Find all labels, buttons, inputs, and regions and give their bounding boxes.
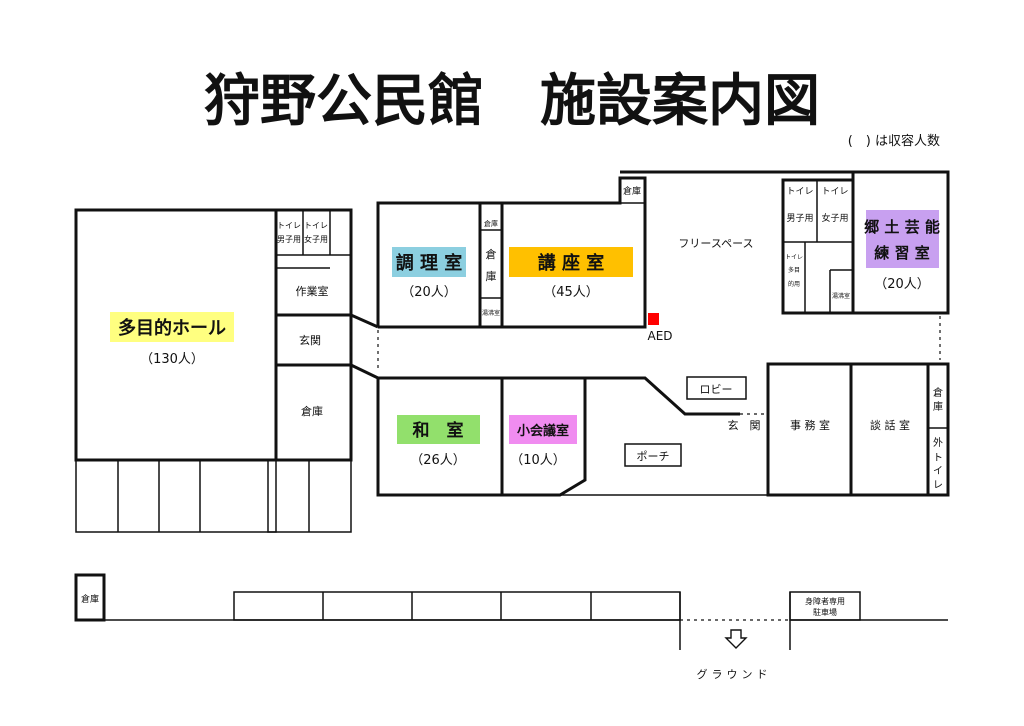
storage-top-label: 倉庫 [623, 185, 641, 197]
toilet-label-2: トイレ [304, 221, 328, 230]
hall-capacity: （130人） [140, 352, 204, 367]
storage-vertical-2b: 庫 [933, 400, 943, 413]
entrance-left-label: 玄関 [299, 333, 321, 347]
meeting-label-box [509, 415, 577, 444]
practice-label-box [866, 210, 939, 268]
practice-name-line2: 練 習 室 [874, 244, 929, 262]
page-title: 狩野公民館 施設案内図 [204, 69, 820, 134]
toilet-female-label-1: 女子用 [304, 234, 328, 244]
lounge-label: 談 話 室 [870, 418, 910, 432]
work-room-label: 作業室 [296, 284, 329, 298]
lobby-box [686, 376, 747, 400]
capacity-note: ( ) は収容人数 [848, 133, 940, 149]
japanese-name: 和 室 [413, 420, 464, 441]
bottom-strip: 倉庫 身障者専用 駐車場 グラウンド [74, 573, 948, 681]
outside-toilet-b: ト [933, 453, 943, 464]
toilet-multi-label-a: トイレ [785, 254, 803, 261]
toilet-multi-label-b: 多目 [788, 266, 800, 274]
meeting-name: 小会議室 [517, 423, 569, 439]
main-entrance-label: 玄 関 [728, 418, 761, 432]
middle-bottom-block: 和 室 （26人） 小会議室 （10人） ロビー 玄 関 ポーチ [376, 376, 768, 497]
middle-top-block: 調 理 室 （20人） 倉庫 倉 庫 湯沸室 講 座 室 （45人） 倉庫 AE… [376, 176, 673, 372]
lecture-name: 講 座 室 [538, 252, 605, 274]
storage-bottom-label: 倉庫 [81, 593, 99, 605]
japanese-capacity: （26人） [410, 453, 466, 468]
outside-toilet-a: 外 [933, 437, 943, 449]
office-label: 事 務 室 [790, 418, 830, 432]
right-bottom-block: 事 務 室 談 話 室 倉 庫 外 ト イ レ [766, 362, 950, 497]
japanese-label-box [397, 415, 480, 444]
toilet-female-label-2: 女子用 [821, 212, 848, 224]
aed-label: AED [647, 329, 672, 343]
cooking-label-box [392, 247, 466, 277]
toilet-multi-label-c: 的用 [788, 280, 800, 288]
free-space-label: フリースペース [678, 237, 753, 250]
cleaning-label-1: 湯沸室 [482, 309, 500, 317]
ground-label: グラウンド [697, 667, 772, 681]
hall-label-box [110, 312, 234, 342]
practice-capacity: （20人） [874, 277, 930, 292]
toilet-label-3: トイレ [786, 187, 813, 197]
lecture-capacity: （45人） [543, 285, 599, 300]
toilet-label-1: トイレ [277, 221, 301, 230]
arrow-down-icon [724, 629, 748, 649]
toilet-male-label-2: 男子用 [786, 213, 813, 224]
storage-small-label-1: 倉庫 [484, 219, 498, 228]
storage-vertical-1a: 倉 [486, 247, 497, 261]
hall-name: 多目的ホール [118, 317, 226, 339]
lobby-label: ロビー [700, 383, 733, 396]
toilet-male-label-1: 男子用 [277, 235, 301, 244]
toilet-label-4: トイレ [821, 187, 848, 197]
practice-name-line1: 郷 土 芸 能 [864, 218, 940, 236]
disabled-parking-label-2: 駐車場 [813, 607, 837, 617]
outside-toilet-c: イ [933, 466, 943, 477]
storage-vertical-2a: 倉 [933, 386, 943, 399]
cleaning-label-2: 湯沸室 [832, 292, 850, 300]
outside-toilet-d: レ [933, 480, 943, 491]
cooking-capacity: （20人） [401, 285, 457, 300]
meeting-capacity: （10人） [510, 453, 566, 468]
disabled-parking-label-1: 身障者専用 [805, 596, 845, 606]
aed-marker [648, 313, 659, 325]
right-top-block: トイレ 男子用 トイレ 女子用 トイレ 多目 的用 湯沸室 郷 土 芸 能 練 … [781, 170, 950, 360]
cooking-name: 調 理 室 [396, 252, 463, 274]
lecture-label-box [509, 247, 633, 277]
hall-block: 多目的ホール （130人） トイレ 男子用 トイレ 女子用 作業室 玄関 倉庫 [74, 208, 353, 533]
porch-box [624, 443, 682, 467]
porch-label: ポーチ [637, 450, 670, 463]
storage-vertical-1b: 庫 [486, 269, 497, 283]
storage-left-label: 倉庫 [301, 404, 323, 418]
